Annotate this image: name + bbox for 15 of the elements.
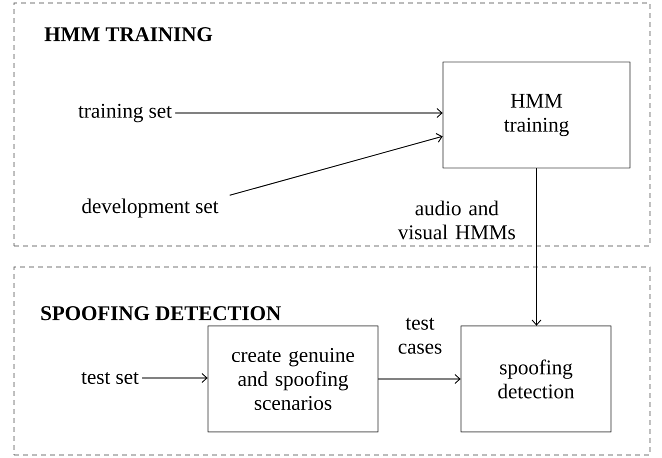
edge-label: audio and visual HMMs bbox=[398, 200, 515, 240]
arrow bbox=[378, 374, 461, 384]
arrow bbox=[229, 133, 443, 196]
process-box: HMM training bbox=[442, 62, 630, 168]
arrow bbox=[174, 108, 443, 118]
edge-label: test cases bbox=[398, 318, 442, 354]
arrow bbox=[142, 372, 208, 383]
arrow bbox=[532, 168, 542, 326]
input-label: training set bbox=[78, 104, 172, 122]
process-box: spoofing detection bbox=[460, 326, 612, 432]
process-box: create genuine and spoofing scenarios bbox=[208, 326, 378, 432]
input-label: test set bbox=[81, 372, 139, 384]
region-heading: SPOOFING DETECTION bbox=[41, 306, 281, 320]
region-heading: HMM TRAINING bbox=[44, 27, 212, 42]
input-label: development set bbox=[82, 198, 218, 218]
